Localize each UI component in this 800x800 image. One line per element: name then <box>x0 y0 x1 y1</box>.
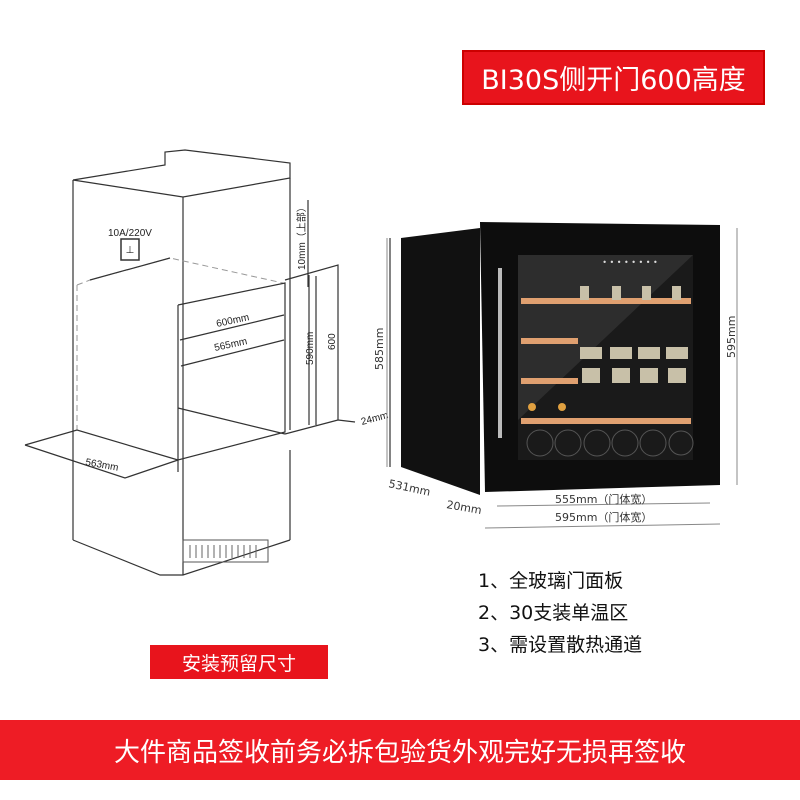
feature-item: 3、需设置散热通道 <box>478 634 643 656</box>
door-handle <box>498 268 502 438</box>
dim-outer-width: 595mm（门体宽） <box>555 510 652 524</box>
shelf <box>521 298 691 304</box>
dim-inner-width: 555mm（门体宽） <box>555 492 652 506</box>
cabinet-line-drawing: ⊥ 10A/220V 600mm 565mm 590mm 600 10mm（上部… <box>24 149 390 576</box>
socket-icon <box>120 238 140 261</box>
dim-depth-product: 531mm <box>387 477 431 499</box>
dim-width-inner: 565mm <box>213 336 248 354</box>
svg-text:⊥: ⊥ <box>126 245 135 256</box>
dim-body-height: 585mm <box>373 328 386 370</box>
dim-plinth: 24mm <box>360 410 390 428</box>
model-title: BI30S侧开门600高度 <box>462 50 765 105</box>
feature-list: 1、全玻璃门面板 2、30支装单温区 3、需设置散热通道 <box>478 565 642 661</box>
install-dimensions-label: 安装预留尺寸 <box>150 645 328 679</box>
socket-label: 10A/220V <box>108 228 152 239</box>
dim-depth: 563mm <box>84 457 119 474</box>
dim-top-gap: 10mm（上部） <box>295 202 308 270</box>
dim-total-height: 595mm <box>725 316 738 358</box>
wine-fridge-image: • • • • • • • • 585mm 595mm 531mm 20mm 5… <box>373 222 738 529</box>
feature-item: 1、全玻璃门面板 <box>478 570 624 592</box>
svg-text:• • • • • • • •: • • • • • • • • <box>602 258 658 267</box>
dim-door-thickness: 20mm <box>445 498 482 517</box>
dim-height-outer: 600 <box>327 333 338 350</box>
feature-item: 2、30支装单温区 <box>478 602 629 624</box>
delivery-notice-banner: 大件商品签收前务必拆包验货外观完好无损再签收 <box>0 720 800 780</box>
dim-height-inner: 590mm <box>305 332 316 365</box>
